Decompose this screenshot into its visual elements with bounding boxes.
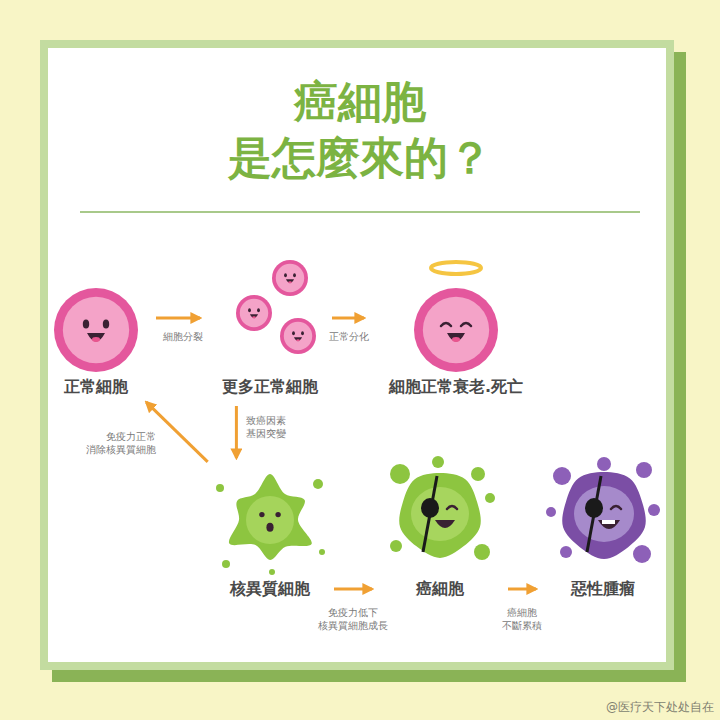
arrow-label: 正常分化 bbox=[324, 330, 374, 343]
title: 癌細胞 是怎麼來的？ bbox=[180, 74, 540, 186]
arrow-label-holder: 致癌因素 基因突變 bbox=[246, 414, 296, 440]
cell-illustration bbox=[372, 254, 540, 376]
arrow-label-holder: 免疫力正常 消除核異質細胞 bbox=[66, 430, 156, 456]
cell-label: 更多正常細胞 bbox=[214, 376, 326, 398]
process-arrow bbox=[508, 588, 536, 591]
arrow-label-holder: 癌細胞 不斷累積 bbox=[492, 606, 552, 632]
cell-node: 癌細胞 bbox=[378, 440, 502, 600]
process-arrow bbox=[334, 588, 372, 591]
cell-illustration bbox=[214, 258, 326, 376]
cell-label: 惡性腫瘤 bbox=[542, 578, 664, 600]
cell-node: 惡性腫瘤 bbox=[542, 440, 664, 600]
arrow-label: 免疫力正常 消除核異質細胞 bbox=[66, 430, 156, 456]
card-ground bbox=[48, 48, 666, 662]
cell-label: 細胞正常衰老.死亡 bbox=[372, 376, 540, 398]
cell-label: 癌細胞 bbox=[378, 578, 502, 600]
cell-node: 正常細胞 bbox=[50, 282, 142, 398]
cell-node: 細胞正常衰老.死亡 bbox=[372, 254, 540, 398]
cell-illustration bbox=[50, 282, 142, 376]
arrow-label: 免疫力低下 核異質細胞成長 bbox=[313, 606, 393, 632]
process-arrow bbox=[332, 317, 364, 320]
process-arrow bbox=[235, 406, 238, 458]
cell-illustration bbox=[542, 440, 664, 578]
process-arrow bbox=[156, 317, 200, 320]
cell-node: 核異質細胞 bbox=[212, 466, 328, 600]
cell-label: 核異質細胞 bbox=[212, 578, 328, 600]
divider-line bbox=[80, 211, 640, 213]
cell-illustration bbox=[378, 440, 502, 578]
arrow-label: 細胞分裂 bbox=[150, 330, 216, 343]
arrow-label: 癌細胞 不斷累積 bbox=[492, 606, 552, 632]
cell-node: 更多正常細胞 bbox=[214, 258, 326, 398]
arrow-label-holder: 免疫力低下 核異質細胞成長 bbox=[313, 606, 393, 632]
cell-illustration bbox=[212, 466, 328, 578]
arrow-label: 致癌因素 基因突變 bbox=[246, 414, 296, 440]
frame-border bbox=[40, 40, 674, 670]
watermark-holder: @医疗天下处处自在 bbox=[606, 699, 714, 715]
arrow-label-holder: 正常分化 bbox=[324, 330, 374, 343]
cell-label: 正常細胞 bbox=[50, 376, 142, 398]
arrow-label-holder: 細胞分裂 bbox=[150, 330, 216, 343]
title-holder: 癌細胞 是怎麼來的？ bbox=[180, 74, 540, 186]
watermark: @医疗天下处处自在 bbox=[606, 699, 714, 715]
